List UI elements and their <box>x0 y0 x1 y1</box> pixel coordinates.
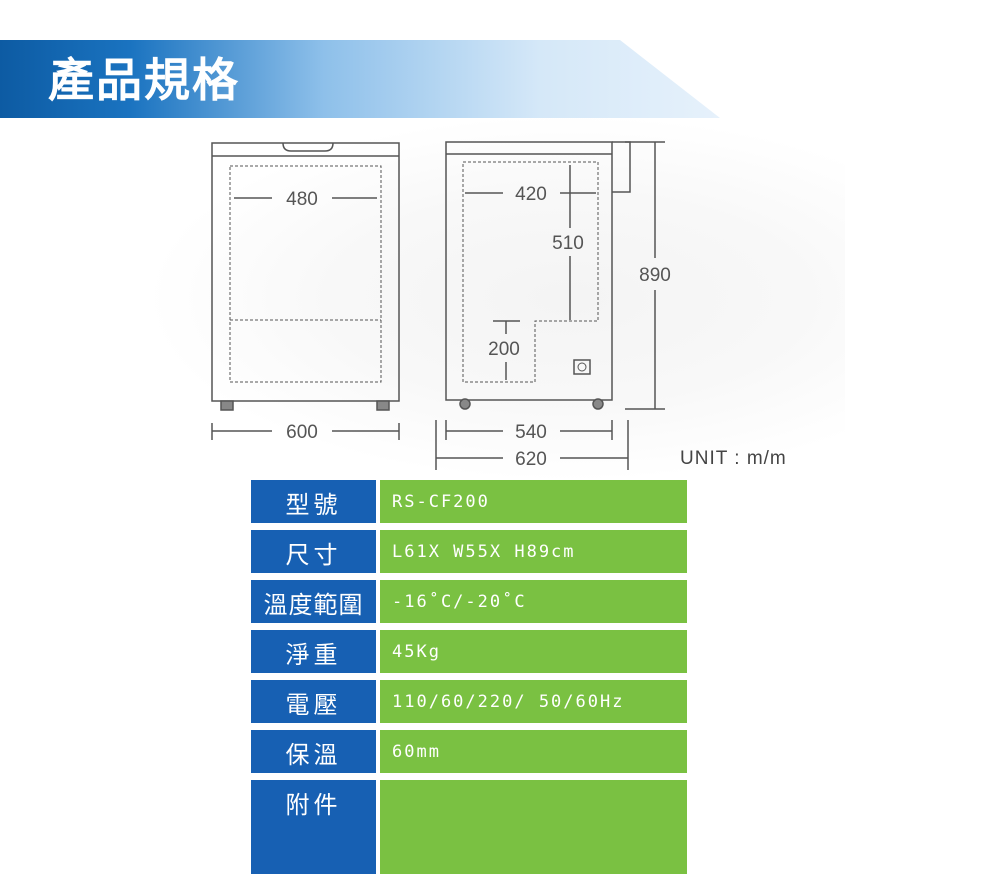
dim-side-depth-inner: 540 <box>515 422 547 443</box>
spec-value: RS-CF200 <box>380 480 687 523</box>
technical-drawing: 480 600 420 510 200 890 540 620 <box>211 141 671 470</box>
header-banner <box>0 40 720 118</box>
front-foot-right <box>376 400 390 411</box>
dim-side-inner-width: 420 <box>515 184 547 205</box>
spec-row-size: 尺寸 L61X W55X H89cm <box>251 530 687 573</box>
spec-label: 型號 <box>251 480 376 523</box>
spec-row-weight: 淨重 45Kg <box>251 630 687 673</box>
spec-label: 淨重 <box>251 630 376 673</box>
spec-value: L61X W55X H89cm <box>380 530 687 573</box>
spec-label: 尺寸 <box>251 530 376 573</box>
front-foot-left <box>220 400 234 411</box>
side-compressor-icon <box>573 359 591 375</box>
spec-value: 45Kg <box>380 630 687 673</box>
spec-label: 附件 <box>251 780 376 874</box>
dim-side-depth-outer: 620 <box>515 449 547 470</box>
background-watermark <box>155 118 845 478</box>
side-wheel-left <box>459 398 471 410</box>
side-view <box>435 141 665 470</box>
spec-value: 110/60/220/ 50/60Hz <box>380 680 687 723</box>
spec-value <box>380 780 687 874</box>
front-body-outline <box>211 142 400 402</box>
dim-side-height: 890 <box>639 265 671 286</box>
side-inner-dashed <box>462 161 599 383</box>
side-body-outline <box>445 141 613 401</box>
spec-row-accessories: 附件 <box>251 780 687 874</box>
front-handle <box>282 142 334 152</box>
dim-side-inner-height: 510 <box>552 233 584 254</box>
spec-label: 電壓 <box>251 680 376 723</box>
side-wheel-right <box>592 398 604 410</box>
spec-row-temperature: 溫度範圍 -16˚C/-20˚C <box>251 580 687 623</box>
spec-row-voltage: 電壓 110/60/220/ 50/60Hz <box>251 680 687 723</box>
spec-label: 溫度範圍 <box>251 580 376 623</box>
side-lid-hinge <box>612 141 631 193</box>
dim-front-outer-width: 600 <box>286 422 318 443</box>
spec-value: 60mm <box>380 730 687 773</box>
spec-row-model: 型號 RS-CF200 <box>251 480 687 523</box>
spec-value: -16˚C/-20˚C <box>380 580 687 623</box>
unit-label: UNIT : m/m <box>680 448 787 469</box>
dim-front-inner-width: 480 <box>286 189 318 210</box>
front-view <box>211 142 400 440</box>
front-inner-dashed <box>229 165 382 383</box>
spec-label: 保溫 <box>251 730 376 773</box>
spec-row-insulation: 保溫 60mm <box>251 730 687 773</box>
dim-side-step-height: 200 <box>488 339 520 360</box>
spec-table: 型號 RS-CF200 尺寸 L61X W55X H89cm 溫度範圍 -16˚… <box>251 480 687 881</box>
page-title: 產品規格 <box>48 53 240 107</box>
